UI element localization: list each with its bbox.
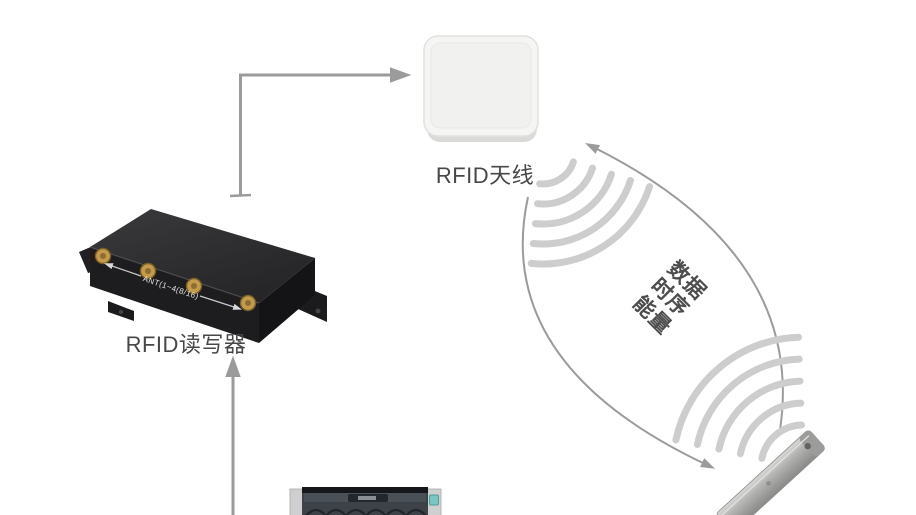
reader-label: RFID读写器 — [125, 332, 247, 357]
sma-connector-pin — [245, 300, 251, 306]
server-display-screen — [358, 496, 376, 500]
rfid-tag-device — [716, 430, 825, 515]
reader-front-face — [90, 247, 259, 343]
tag-signal-wave-icon — [672, 333, 805, 462]
screw-hole — [118, 309, 124, 315]
server-grille — [305, 508, 427, 515]
server-device — [289, 487, 442, 515]
arrow-line — [239, 67, 412, 196]
panel-arrow-left — [103, 263, 142, 277]
sma-connector-pin — [191, 283, 197, 289]
rfid-reader-device: ANT(1~4(8/16) — [79, 209, 327, 343]
reader-top-face — [90, 209, 315, 303]
antenna-signal-wave-icon — [527, 158, 654, 268]
server-top-strip — [302, 487, 428, 493]
reader-edge — [258, 257, 316, 304]
rfid-antenna-device — [423, 35, 539, 142]
reader-to-antenna-arrow — [229, 67, 412, 198]
tag-dimple — [766, 480, 771, 486]
sma-connector-pin — [145, 268, 151, 274]
sma-connector-pin — [100, 253, 106, 259]
rack-ear-left — [289, 488, 304, 515]
panel-arrow-right — [199, 295, 243, 310]
tag-end-cap — [799, 430, 825, 457]
antenna-face — [430, 42, 532, 129]
downlink-curved-arrow — [521, 196, 716, 469]
screw-hole — [315, 308, 321, 314]
reader-edge-highlight — [89, 246, 260, 304]
antenna-label: RFID天线 — [435, 163, 535, 188]
tag-highlight — [719, 435, 810, 515]
tag-screw-hole — [804, 442, 811, 450]
reader-right-face — [259, 258, 315, 343]
sma-connectors — [94, 247, 257, 312]
power-button-icon — [429, 494, 439, 506]
